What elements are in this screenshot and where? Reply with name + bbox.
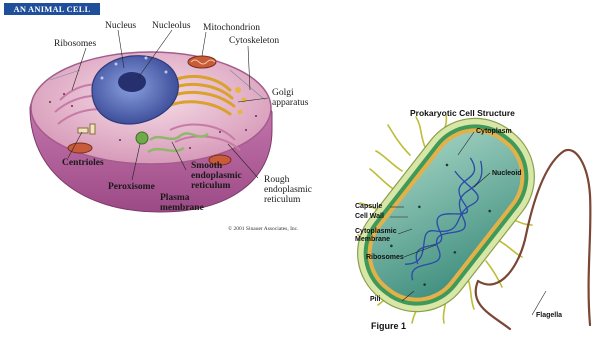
label-rough-er-line1: Rough <box>264 175 312 185</box>
label-mitochondrion: Mitochondrion <box>203 23 260 33</box>
label-nucleolus: Nucleolus <box>152 21 191 31</box>
label-pili: Pili <box>370 296 381 304</box>
peroxisome <box>136 132 148 144</box>
label-golgi-line1: Golgi <box>272 88 308 98</box>
label-centrioles: Centrioles <box>62 158 104 168</box>
label-cytoplasmic-line1: Cytoplasmic <box>355 228 397 236</box>
label-cell-wall: Cell Wall <box>355 213 384 221</box>
label-plasma-membrane: Plasma membrane <box>160 193 204 213</box>
label-smooth-er-line2: endoplasmic <box>191 171 242 181</box>
label-capsule: Capsule <box>355 203 382 211</box>
label-cytoplasm: Cytoplasm <box>476 128 512 136</box>
label-plasma-line2: membrane <box>160 203 204 213</box>
label-golgi-line2: apparatus <box>272 98 308 108</box>
prokaryotic-cell-illustration <box>350 115 605 337</box>
label-smooth-er-line3: reticulum <box>191 181 242 191</box>
label-flagella: Flagella <box>536 312 562 320</box>
label-smooth-er: Smooth endoplasmic reticulum <box>191 161 242 191</box>
label-rough-er-line3: reticulum <box>264 195 312 205</box>
label-nucleoid: Nucleoid <box>492 170 522 178</box>
label-ribosomes-prok: Ribosomes <box>366 254 404 262</box>
label-plasma-line1: Plasma <box>160 193 204 203</box>
animal-cell-title: AN ANIMAL CELL <box>4 3 100 15</box>
label-cytoplasmic-line2: Membrane <box>355 236 397 244</box>
animal-copyright: © 2001 Sinauer Associates, Inc. <box>228 226 298 232</box>
label-ribosomes: Ribosomes <box>54 39 96 49</box>
label-peroxisome: Peroxisome <box>108 182 155 192</box>
figure-caption: Figure 1 <box>371 321 406 331</box>
label-rough-er-line2: endoplasmic <box>264 185 312 195</box>
label-golgi: Golgi apparatus <box>272 88 308 108</box>
label-rough-er: Rough endoplasmic reticulum <box>264 175 312 205</box>
label-cytoplasmic-membrane: Cytoplasmic Membrane <box>355 228 397 244</box>
label-nucleus: Nucleus <box>105 21 136 31</box>
label-smooth-er-line1: Smooth <box>191 161 242 171</box>
label-cytoskeleton: Cytoskeleton <box>229 36 279 46</box>
nucleolus <box>118 72 146 92</box>
